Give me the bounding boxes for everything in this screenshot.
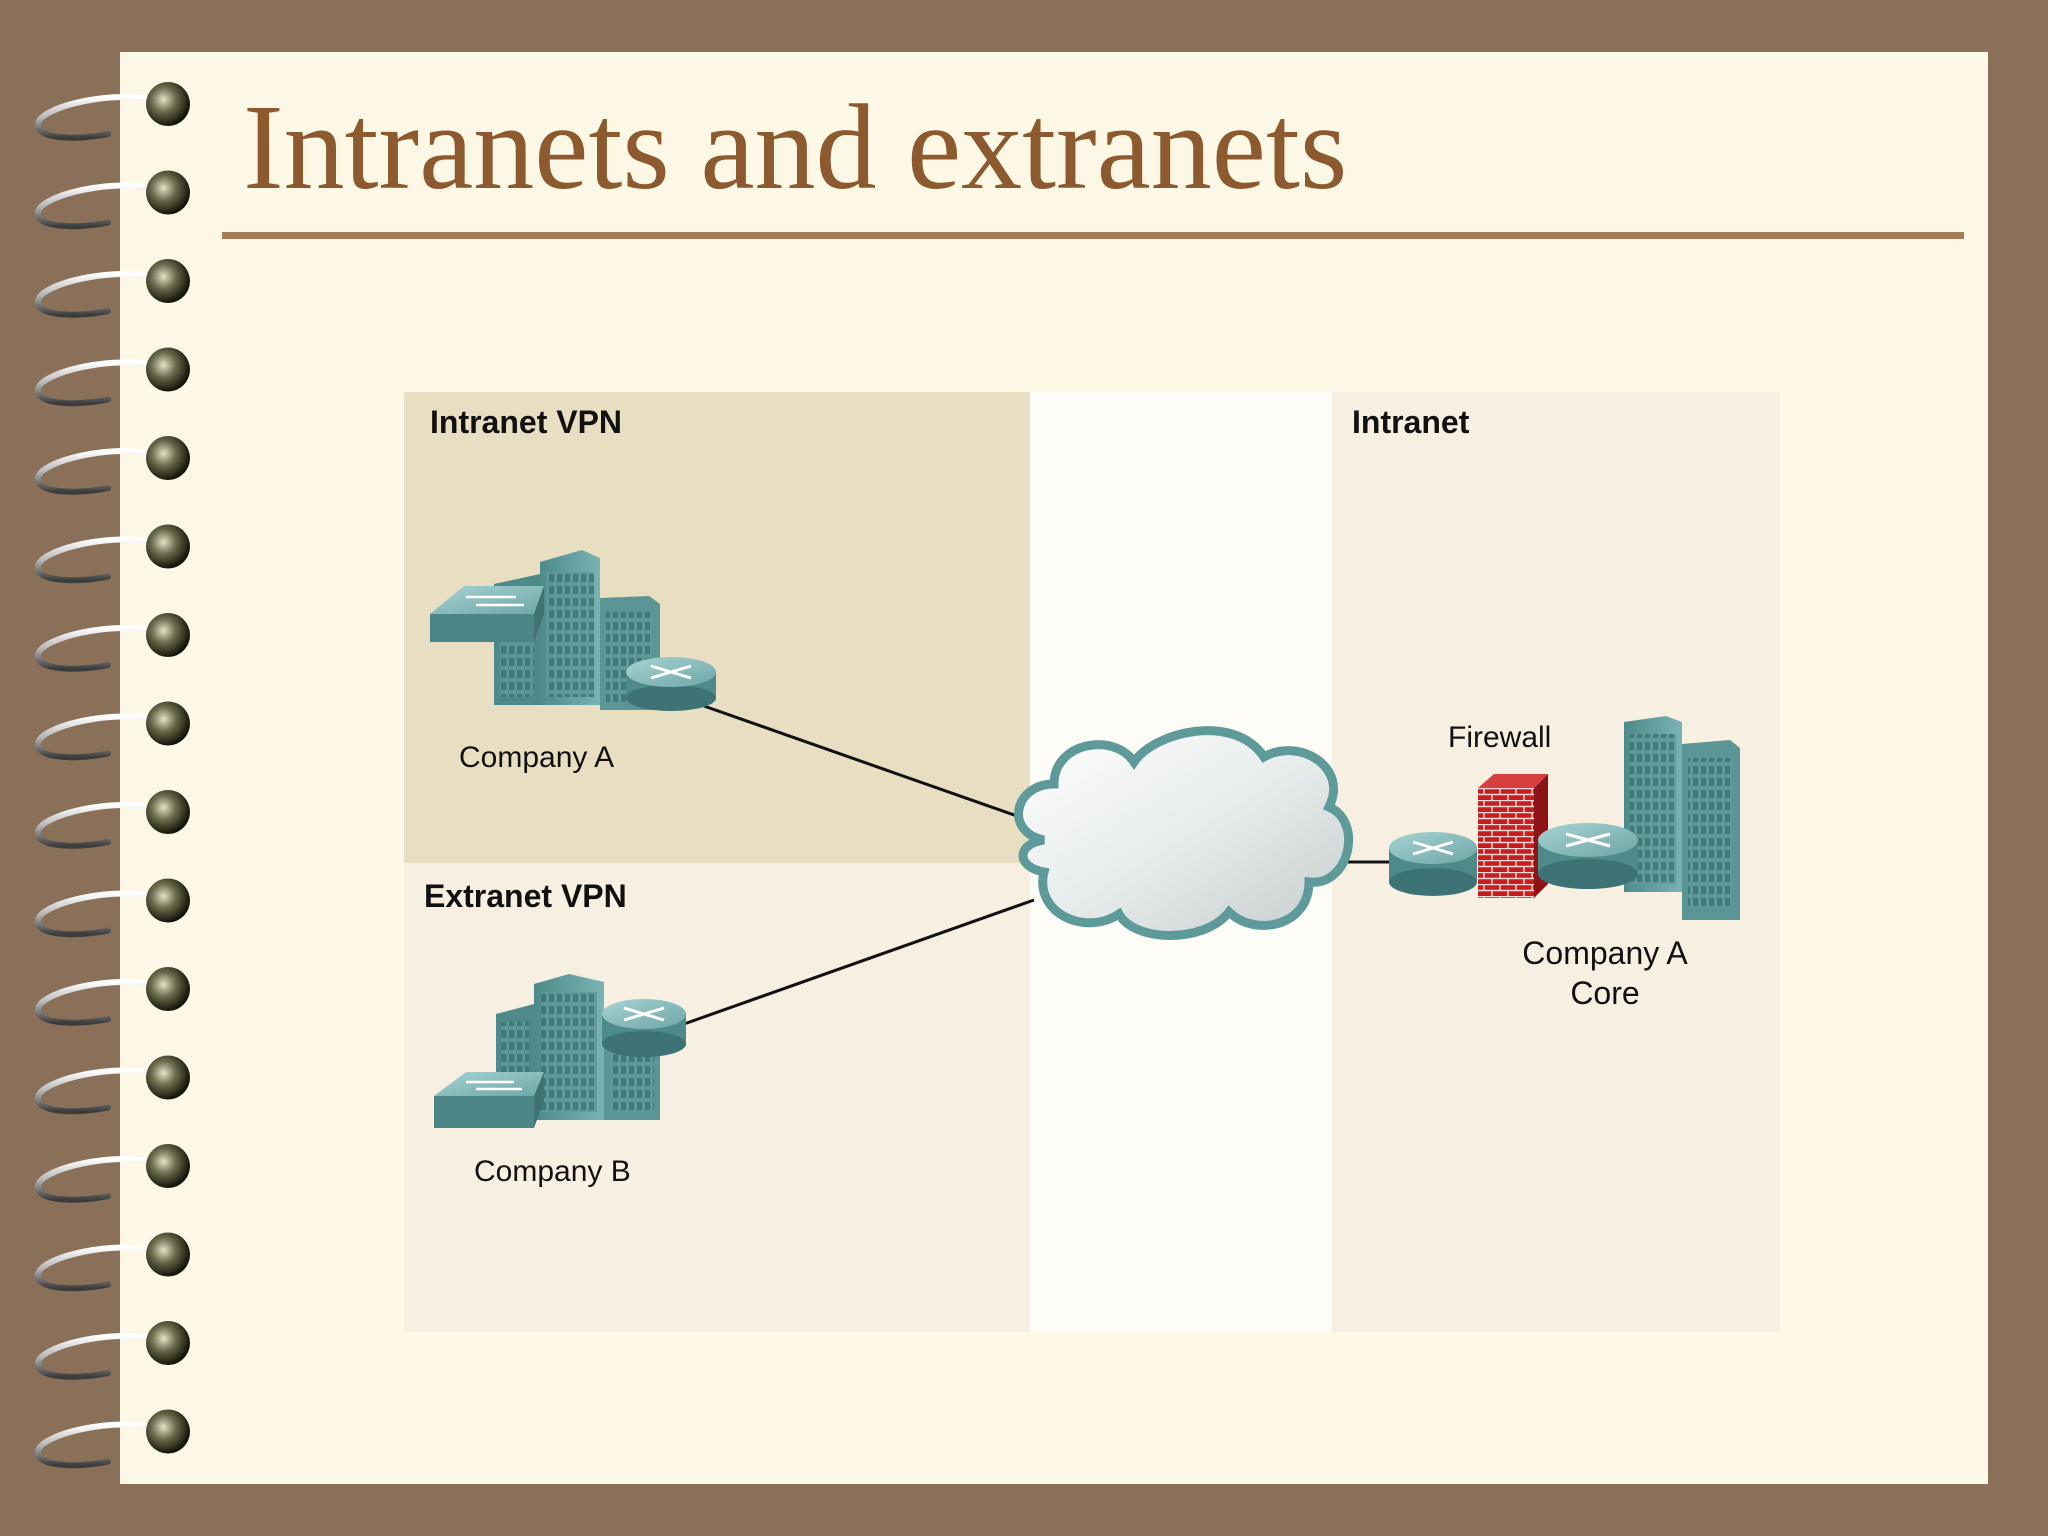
binding-ring-icon (35, 701, 190, 761)
binding-ring-icon (35, 967, 190, 1026)
binding-ring-icon (35, 613, 190, 672)
binding-ring-icon (35, 436, 190, 495)
intranet-label: Intranet (1352, 404, 1470, 440)
binding-ring-icon (35, 1409, 190, 1469)
binding-ring-icon (35, 1055, 190, 1115)
wan-cloud (1014, 726, 1354, 940)
company-b-label: Company B (474, 1155, 631, 1188)
company-a-label: Company A (459, 741, 614, 774)
link-company-a (703, 704, 1035, 824)
router-icon (1538, 823, 1638, 889)
router-icon (602, 999, 686, 1057)
router-icon (626, 657, 716, 711)
firewall-label: Firewall (1448, 721, 1551, 754)
extranet-vpn-label: Extranet VPN (424, 878, 627, 914)
binding-ring-icon (35, 347, 190, 407)
firewall-icon (1478, 774, 1548, 898)
binding-ring-icon (35, 878, 190, 938)
spiral-binding (35, 82, 190, 1469)
network-diagram: Intranet VPN Extranet VPN Intranet (404, 392, 1780, 1332)
link-company-b (683, 898, 1035, 1026)
switch-icon (434, 1072, 544, 1128)
building-icon (1624, 716, 1740, 920)
core-label-line2: Core (1570, 975, 1639, 1011)
binding-ring-icon (35, 1321, 190, 1380)
company-b-site: Company B (434, 974, 686, 1188)
router-icon (1389, 832, 1477, 896)
binding-ring-icon (35, 259, 190, 318)
core-label-line1: Company A (1522, 935, 1688, 971)
binding-ring-icon (35, 1232, 190, 1292)
binding-ring-icon (35, 1144, 190, 1203)
company-a-site: Company A (430, 550, 716, 774)
title-divider (222, 232, 1964, 239)
binding-ring-icon (35, 790, 190, 849)
binding-ring-icon (35, 524, 190, 584)
switch-icon (430, 586, 544, 642)
binding-ring-icon (35, 170, 190, 230)
intranet-vpn-label: Intranet VPN (430, 404, 622, 440)
company-a-core-site: Firewall Company A Core (1389, 716, 1740, 1011)
binding-ring-icon (35, 82, 190, 141)
slide-title: Intranets and extranets (243, 80, 1348, 215)
